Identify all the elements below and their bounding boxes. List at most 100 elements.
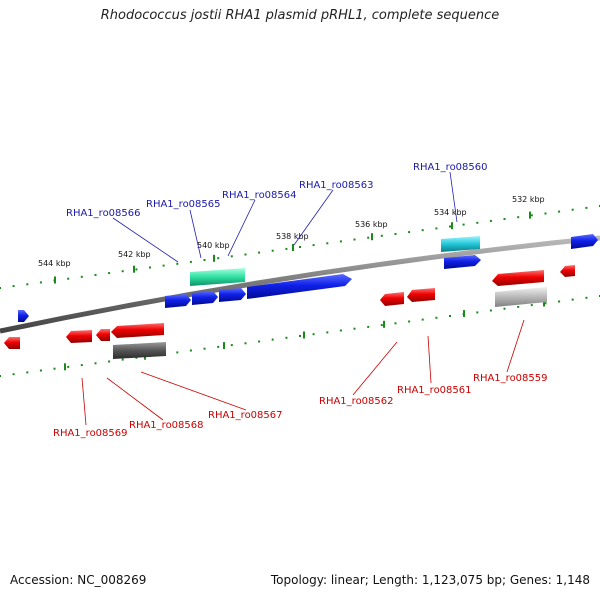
kbp-label: 540 kbp [197,241,230,250]
gene-arrow-forward[interactable] [444,255,481,269]
ruler-tick [230,344,233,347]
gene-label-forward[interactable]: RHA1_ro08560 [413,162,488,173]
gene-label-reverse[interactable]: RHA1_ro08559 [473,373,548,384]
ruler-tick [353,238,356,241]
reverse-genes [4,265,575,359]
gene-arrow-forward[interactable] [571,234,598,249]
ruler-tick [312,333,315,336]
ruler-major-tick [463,310,465,318]
gene-label-reverse[interactable]: RHA1_ro08567 [208,410,283,421]
gene-arrow-forward[interactable] [247,274,352,299]
ruler-tick [53,367,56,370]
ruler-tick [449,315,451,317]
ruler-major-tick [223,342,225,350]
gene-arrow-reverse[interactable] [492,270,544,286]
ruler-tick [476,311,479,314]
gene-label-reverse[interactable]: RHA1_ro08561 [397,385,472,396]
ruler-tick [476,221,479,224]
ruler-tick [421,229,424,232]
ruler-tick [176,351,179,354]
ruler-tick [162,264,165,267]
ruler-tick [571,298,574,301]
gene-arrow-reverse[interactable] [96,329,110,341]
gene-block-light-gray[interactable] [495,287,547,307]
gene-arrow-forward[interactable] [219,288,246,302]
gene-arrow-reverse[interactable] [380,292,404,306]
ruler-tick [285,247,288,250]
ruler-tick [408,320,411,323]
kbp-label: 536 kbp [355,220,388,229]
ruler-tick [380,234,383,237]
ruler-tick [571,208,574,211]
ruler-major-tick [64,363,66,371]
ruler-tick [258,340,261,343]
ruler-tick [67,277,70,280]
gene-arrow-reverse[interactable] [4,337,20,349]
gene-block-cyan[interactable] [441,236,480,252]
ruler-tick [394,322,397,325]
gene-label-reverse[interactable]: RHA1_ro08562 [319,396,394,407]
gene-label-reverse[interactable]: RHA1_ro08569 [53,428,128,439]
ruler-tick [285,336,288,339]
ruler-tick [135,356,138,359]
ruler-tick [94,362,97,365]
gene-label-forward[interactable]: RHA1_ro08566 [66,208,141,219]
ruler-tick [26,283,29,286]
ruler-major-tick [529,211,531,219]
ruler-tick [503,307,506,310]
ruler-tick [503,218,506,220]
gene-arrow-reverse[interactable] [66,330,92,343]
ruler-major-tick [451,222,453,230]
ruler-tick [530,214,533,217]
ruler-tick [121,270,124,273]
ruler-tick [435,227,438,230]
gene-block-dark-gray[interactable] [113,342,166,359]
top-ruler [0,205,600,289]
gene-arrow-forward[interactable] [18,310,29,322]
kbp-label: 542 kbp [118,250,151,259]
ruler-tick [217,345,220,348]
gene-arrow-reverse[interactable] [560,265,575,277]
ruler-tick [135,268,138,271]
ruler-tick [108,272,111,275]
ruler-tick [585,206,588,209]
ruler-major-tick [54,276,56,284]
gene-label-reverse[interactable]: RHA1_ro08568 [129,420,204,431]
bottom-ruler [0,295,600,377]
ruler-tick [326,331,329,334]
gene-arrow-forward[interactable] [192,291,218,305]
ruler-tick [517,305,520,308]
ruler-major-tick [303,331,305,339]
gene-label-forward[interactable]: RHA1_ro08564 [222,190,297,201]
ruler-tick [558,210,561,213]
ruler-tick [230,255,233,258]
gene-block-teal[interactable] [190,268,245,286]
label-connectors-bottom [81,319,525,426]
ruler-tick [394,233,397,235]
ruler-tick [203,259,206,261]
ruler-tick [189,260,192,263]
label-connectors-top [112,171,458,263]
ruler-tick [299,246,301,248]
gene-arrow-reverse[interactable] [407,288,435,302]
ruler-tick [517,216,520,219]
sequence-summary-text: Topology: linear; Length: 1,123,075 bp; … [270,573,590,587]
gene-arrow-forward[interactable] [165,294,191,308]
ruler-tick [380,324,383,327]
ruler-tick [530,304,533,307]
ruler-tick [12,285,15,288]
ruler-tick [203,347,206,350]
gene-label-forward[interactable]: RHA1_ro08565 [146,199,221,210]
ruler-tick [299,335,301,337]
ruler-tick [408,231,411,234]
kbp-label: 544 kbp [38,259,71,268]
gene-arrow-reverse[interactable] [111,323,164,338]
ruler-major-tick [133,265,135,273]
ruler-tick [339,240,342,243]
gene-label-forward[interactable]: RHA1_ro08563 [299,180,374,191]
ruler-tick [435,316,438,319]
ruler-tick [367,236,370,239]
ruler-tick [39,369,42,372]
